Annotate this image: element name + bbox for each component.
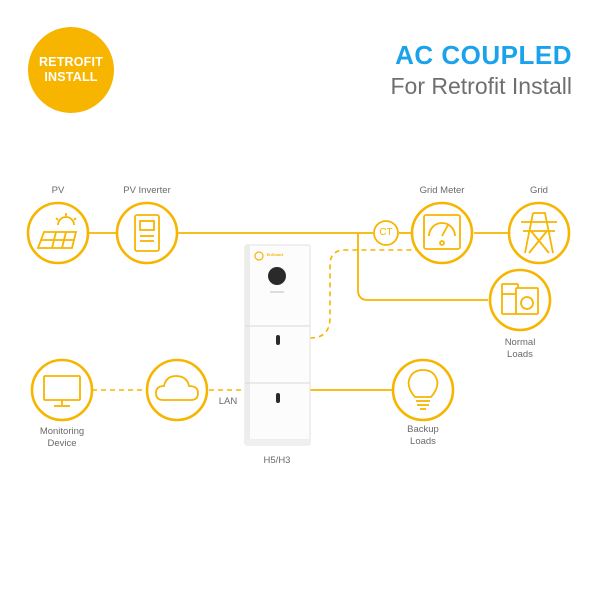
- grid-node: [507, 201, 571, 265]
- normal-loads-node: [488, 268, 552, 332]
- cloud-node: [145, 358, 209, 422]
- retrofit-install-badge: RETROFIT INSTALL: [28, 27, 114, 113]
- grid-meter-label: Grid Meter: [419, 185, 465, 196]
- lan-label: LAN: [218, 396, 238, 407]
- ct-label: CT: [379, 227, 393, 238]
- pv-label: PV: [51, 185, 65, 196]
- battery-system-unit: [244, 244, 311, 446]
- grid-meter-node: [410, 201, 474, 265]
- monitoring-device-line-1: Monitoring: [39, 426, 85, 437]
- normal-loads-label: Normal Loads: [465, 337, 575, 361]
- page-title: AC COUPLED: [395, 40, 572, 70]
- pv-node: [26, 201, 90, 265]
- monitor-icon: [43, 375, 81, 407]
- badge-line-1: RETROFIT: [38, 55, 104, 69]
- battery-module-2-indicator: [276, 393, 280, 403]
- light-bulb-icon: [407, 369, 439, 410]
- solar-panel-icon: [36, 213, 78, 249]
- pv-inverter-label: PV Inverter: [123, 185, 171, 196]
- backup-loads-line-1: Backup: [407, 424, 439, 435]
- ct-sensor: [373, 220, 399, 246]
- backup-loads-label: Backup Loads: [368, 424, 478, 448]
- ac-wiring: [88, 232, 508, 391]
- brand-label: EnSmart: [266, 252, 284, 257]
- cloud-icon: [155, 375, 199, 401]
- backup-loads-line-2: Loads: [410, 436, 436, 447]
- normal-loads-line-1: Normal: [504, 337, 536, 348]
- brand-logo: [254, 251, 264, 261]
- meter-icon: [423, 214, 461, 250]
- grid-label: Grid: [530, 185, 548, 196]
- communication-wiring: [92, 249, 443, 391]
- battery-module-1-indicator: [276, 335, 280, 345]
- monitoring-device-node: [30, 358, 94, 422]
- system-label: H5/H3: [263, 455, 291, 466]
- page-subtitle: For Retrofit Install: [390, 73, 573, 99]
- appliances-icon: [501, 283, 539, 315]
- monitoring-device-line-2: Device: [47, 438, 77, 449]
- pv-inverter-node: [115, 201, 179, 265]
- power-tower-icon: [521, 212, 557, 254]
- monitoring-device-label: Monitoring Device: [7, 426, 117, 450]
- badge-line-2: INSTALL: [44, 70, 98, 84]
- inverter-icon: [134, 214, 160, 252]
- normal-loads-line-2: Loads: [507, 349, 533, 360]
- backup-loads-node: [391, 358, 455, 422]
- inverter-display: [268, 267, 286, 285]
